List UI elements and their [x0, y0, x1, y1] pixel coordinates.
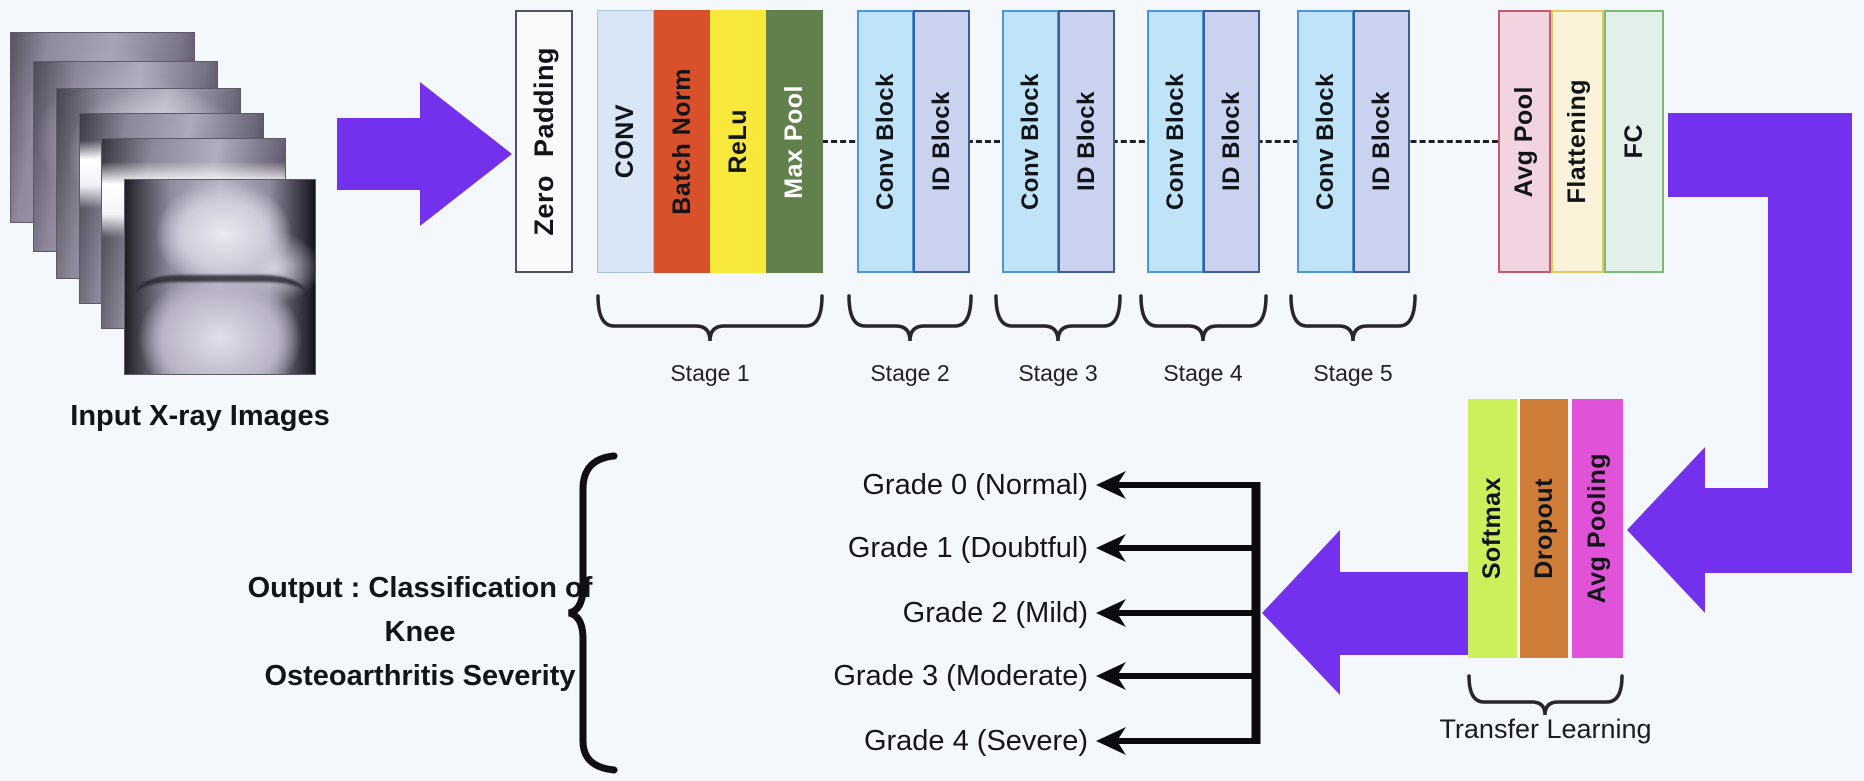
grade-1-label: Grade 1 (Doubtful) [847, 532, 1088, 564]
block-id-block-stage2: ID Block [913, 10, 970, 273]
grade-3-label: Grade 3 (Moderate) [833, 660, 1088, 692]
grade-2-label: Grade 2 (Mild) [902, 597, 1088, 629]
transfer-learning-label: Transfer Learning [1439, 714, 1652, 744]
block-relu: ReLu [710, 10, 766, 273]
block-conv-block-stage4: Conv Block [1147, 10, 1204, 273]
block-conv-block-stage3: Conv Block [1002, 10, 1059, 273]
grade-fanout-lines [1114, 482, 1261, 744]
arrow-softmax-to-output [1262, 530, 1468, 695]
output-title-line2: Osteoarthritis Severity [264, 660, 576, 692]
stage3-label: Stage 3 [1018, 360, 1098, 386]
stage2-label: Stage 2 [870, 360, 950, 386]
block-softmax: Softmax [1468, 399, 1517, 658]
grade-4-label: Grade 4 (Severe) [863, 725, 1088, 757]
block-id-block-stage5: ID Block [1353, 10, 1410, 273]
block-id-block-stage3: ID Block [1058, 10, 1115, 273]
block-batch-norm: Batch Norm [654, 10, 710, 273]
output-title-line1: Output : Classification of Knee [247, 572, 593, 648]
output-title: Output : Classification of Knee Osteoart… [220, 566, 620, 698]
block-conv: CONV [597, 10, 654, 273]
transfer-learning-brace [1467, 674, 1624, 716]
block-conv-block-stage5: Conv Block [1297, 10, 1354, 273]
grade-arrowheads [1096, 471, 1126, 755]
block-avg-pool: Avg Pool [1498, 10, 1551, 273]
xray-image-front [124, 179, 316, 375]
grade-0-label: Grade 0 (Normal) [862, 469, 1088, 501]
stage1-label: Stage 1 [670, 360, 750, 386]
arrow-input-to-network [337, 82, 512, 226]
block-conv-block-stage2: Conv Block [857, 10, 914, 273]
block-dropout: Dropout [1520, 399, 1568, 658]
input-caption: Input X-ray Images [70, 400, 330, 432]
stage-braces [596, 294, 1417, 342]
block-zero-padding: Zero Padding [515, 10, 573, 273]
block-avg-pooling: Avg Pooling [1572, 399, 1623, 658]
block-max-pool: Max Pool [766, 10, 823, 273]
stage5-label: Stage 5 [1313, 360, 1393, 386]
stage4-label: Stage 4 [1163, 360, 1243, 386]
block-flattening: Flattening [1551, 10, 1604, 273]
block-fc: FC [1604, 10, 1664, 273]
block-id-block-stage4: ID Block [1203, 10, 1260, 273]
